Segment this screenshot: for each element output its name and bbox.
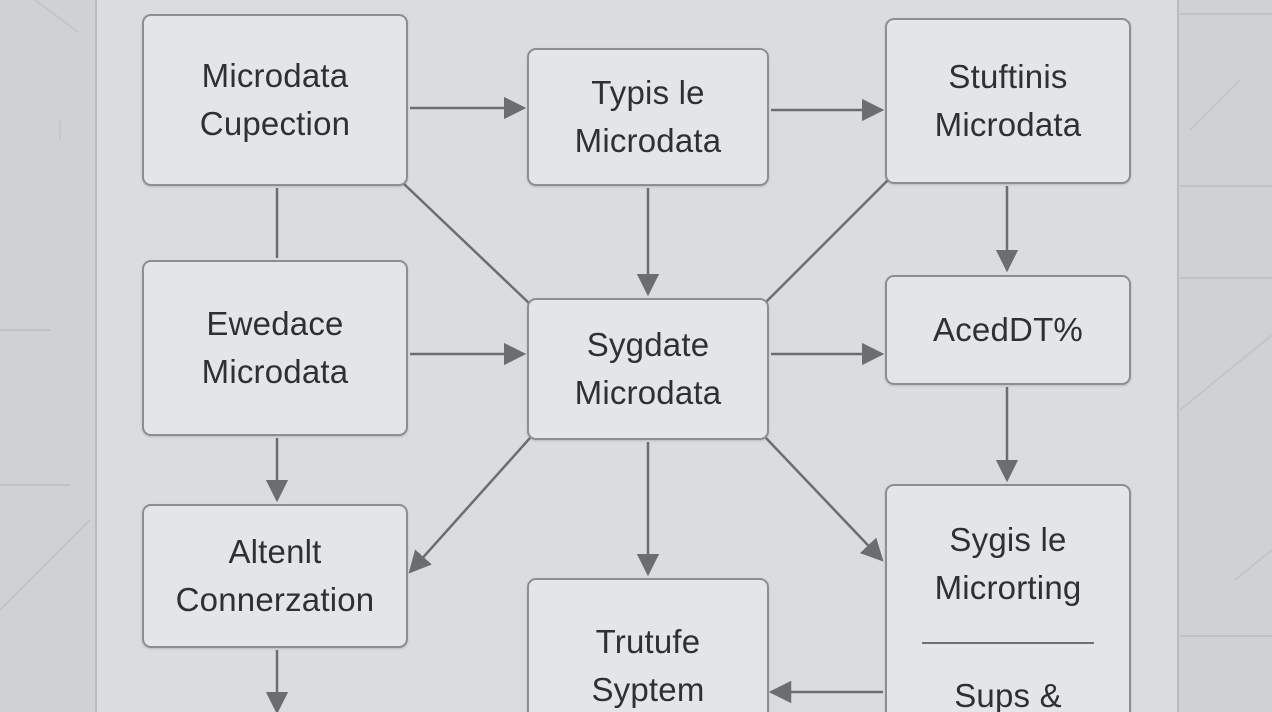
node-microdata-cupection[interactable]: Microdata Cupection xyxy=(142,14,408,186)
node-trutufe-syptem[interactable]: Trutufe Syptem xyxy=(527,578,769,712)
node-label-line: Microdata xyxy=(574,374,722,411)
node-label-line: Microdata xyxy=(201,353,349,390)
node-label-line: AcedDT% xyxy=(933,311,1083,349)
node-label-line: Trutufe xyxy=(595,623,701,660)
node-label-line: Altenlt xyxy=(228,533,322,571)
node-footer-label: Sups & xyxy=(954,676,1062,712)
node-label-line: Syptem xyxy=(591,670,705,708)
node-label-line: Microdata xyxy=(574,122,722,159)
node-label-line: Typis le xyxy=(591,74,705,112)
node-typis-le-microdata[interactable]: Typis le Microdata xyxy=(527,48,769,186)
node-sygis-le-microrting[interactable]: Sygis le Microrting Sups & xyxy=(885,484,1131,712)
node-label-line: Stuftinis xyxy=(948,58,1068,96)
node-altenlt-connerzation[interactable]: Altenlt Connerzation xyxy=(142,504,408,648)
node-label-line: Cupection xyxy=(199,105,351,142)
node-ewedace-microdata[interactable]: Ewedace Microdata xyxy=(142,260,408,436)
node-label-line: Microdata xyxy=(201,57,349,95)
node-label-line: Sygis le xyxy=(949,521,1067,558)
node-label-line: Ewedace xyxy=(206,305,344,343)
node-label-line: Microrting xyxy=(934,568,1082,606)
node-label-line: Microdata xyxy=(934,106,1082,143)
node-divider xyxy=(922,641,1094,644)
node-aceddt[interactable]: AcedDT% xyxy=(885,275,1131,385)
node-stuftinis-microdata[interactable]: Stuftinis Microdata xyxy=(885,18,1131,184)
node-sygdate-microdata[interactable]: Sygdate Microdata xyxy=(527,298,769,440)
node-label-line: Connerzation xyxy=(175,581,375,618)
node-label-line: Sygdate xyxy=(586,326,710,364)
